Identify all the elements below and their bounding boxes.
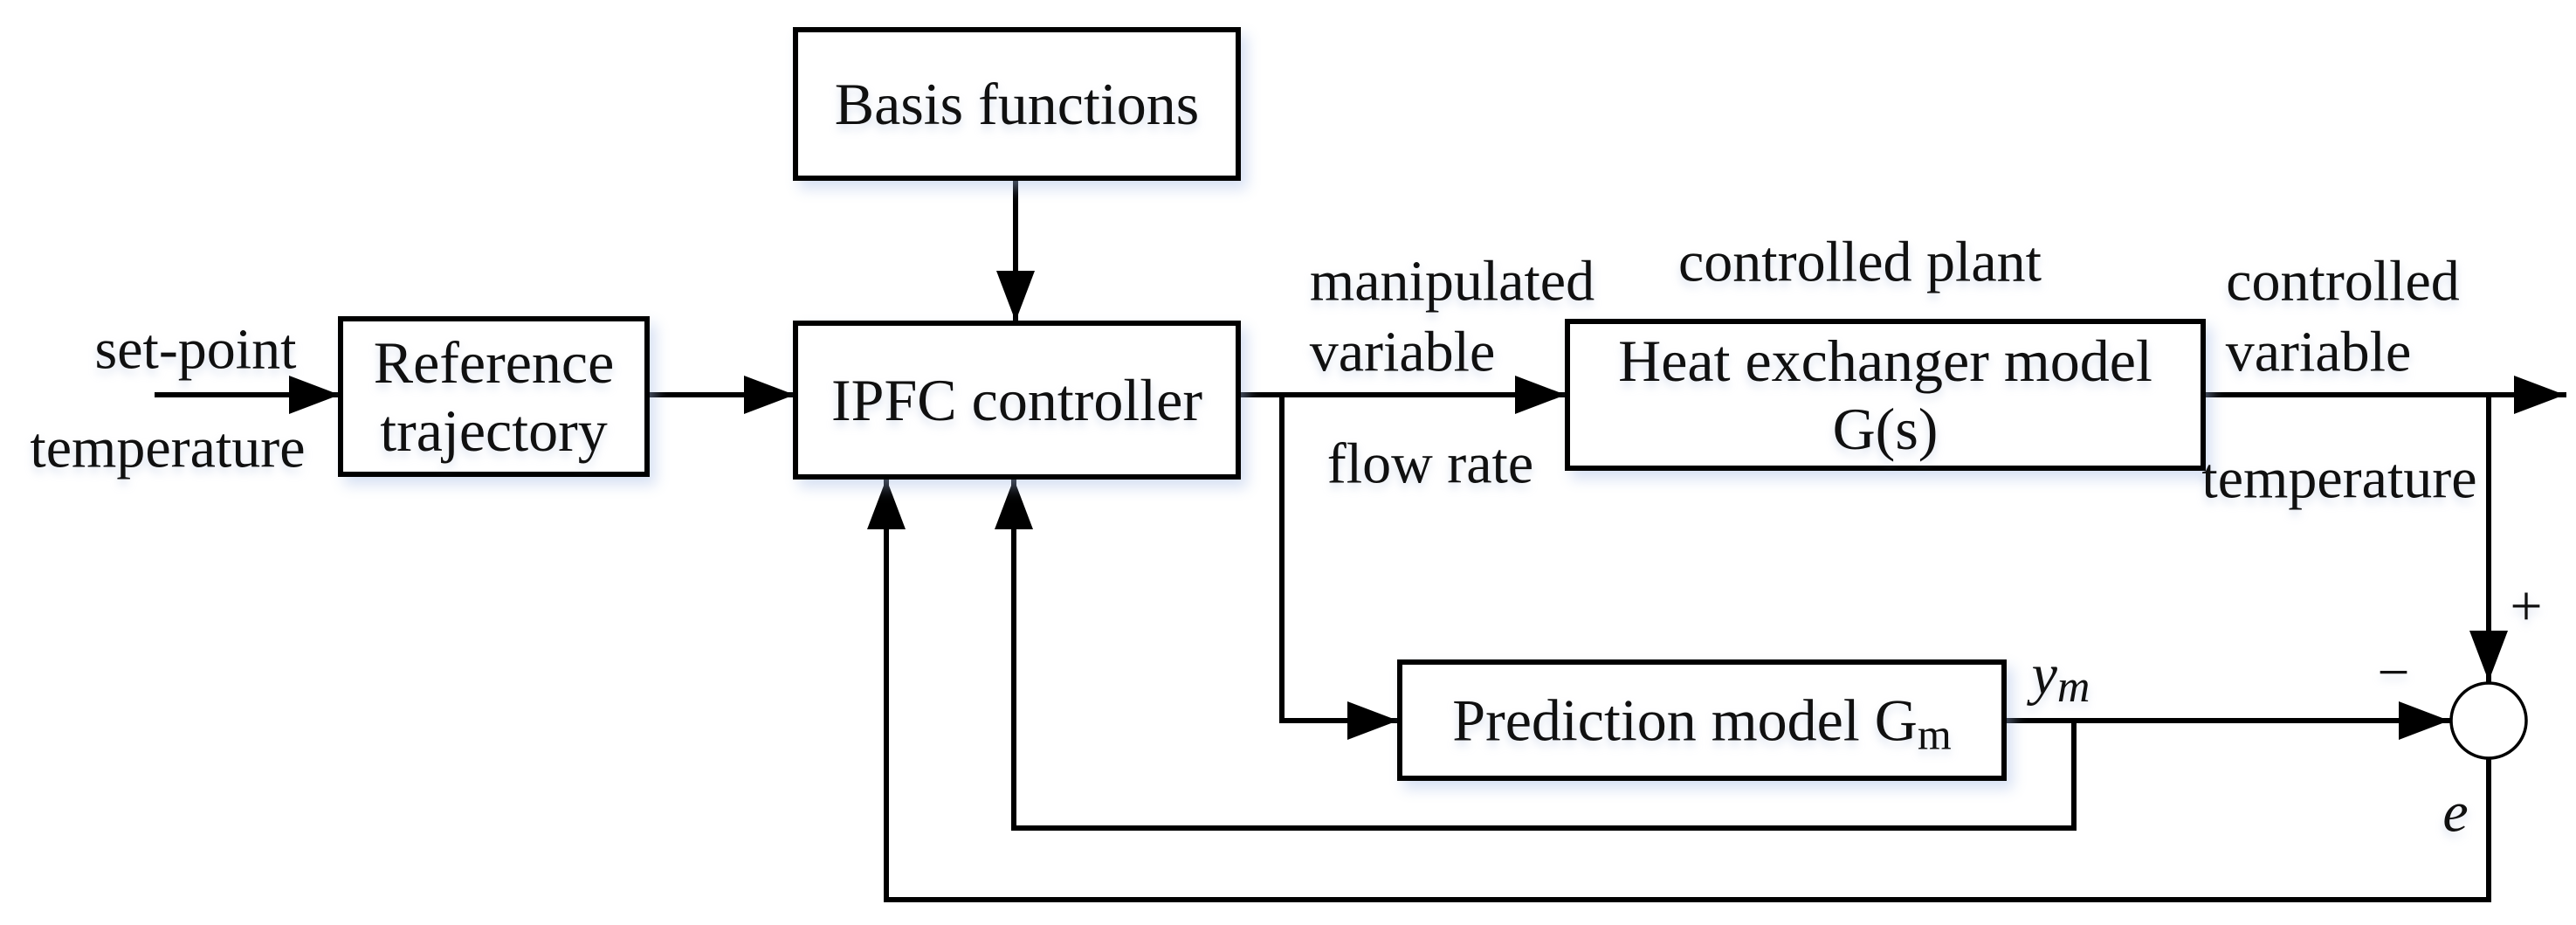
- ipfc-to-prediction-line: [1279, 392, 1400, 740]
- reference-trajectory-box: [338, 316, 650, 477]
- heat-exchanger-model-label: Heat exchanger model: [1618, 328, 2152, 394]
- reference-trajectory-label: trajectory: [380, 397, 608, 464]
- basis-functions-label: Basis functions: [835, 71, 1199, 137]
- edges: [155, 176, 2566, 902]
- manipulated-line1-label: manipulated: [1310, 250, 1595, 314]
- model-output-ym-label: ym: [2027, 643, 2090, 712]
- controlled-line1-label: controlled: [2226, 250, 2460, 314]
- error-e-label: e: [2442, 781, 2468, 845]
- setpoint-line1-label: set-point: [95, 318, 297, 382]
- model-output-ym-label-subscript: m: [2057, 662, 2090, 712]
- reference-trajectory-label: Reference: [374, 329, 615, 396]
- ym-feedback-line: [995, 477, 2077, 831]
- model-output-ym-label-main: y: [2027, 643, 2058, 707]
- basis-functions-box: [793, 27, 1241, 181]
- controlled-plant-label: controlled plant: [1678, 231, 2042, 294]
- ipfc-controller-box: [793, 321, 1241, 480]
- labels: set-point temperature manipulated variable f…: [30, 231, 2542, 845]
- prediction-model-label-main: Prediction model G: [1452, 687, 1918, 754]
- sum-junction-circle: [2449, 681, 2528, 760]
- controlled-line2-label: variable: [2226, 321, 2412, 384]
- flow-rate-label: flow rate: [1327, 432, 1533, 496]
- heat-exchanger-model-label: G(s): [1833, 396, 1939, 462]
- prediction-model-label: Prediction model Gm: [1452, 687, 1952, 759]
- manipulated-line2-label: variable: [1310, 321, 1496, 384]
- error-feedback-line: [867, 477, 2491, 902]
- ipfc-controller-label: IPFC controller: [831, 367, 1202, 433]
- prediction-model-label-subscript: m: [1918, 710, 1952, 759]
- minus-sign-label: −: [2377, 641, 2409, 705]
- plus-sign-label: +: [2510, 575, 2542, 639]
- heat-exchanger-model-box: [1565, 319, 2206, 471]
- setpoint-line2-label: temperature: [30, 417, 305, 480]
- prediction-model-box: [1397, 659, 2007, 781]
- controlled-temperature-label: temperature: [2201, 447, 2476, 511]
